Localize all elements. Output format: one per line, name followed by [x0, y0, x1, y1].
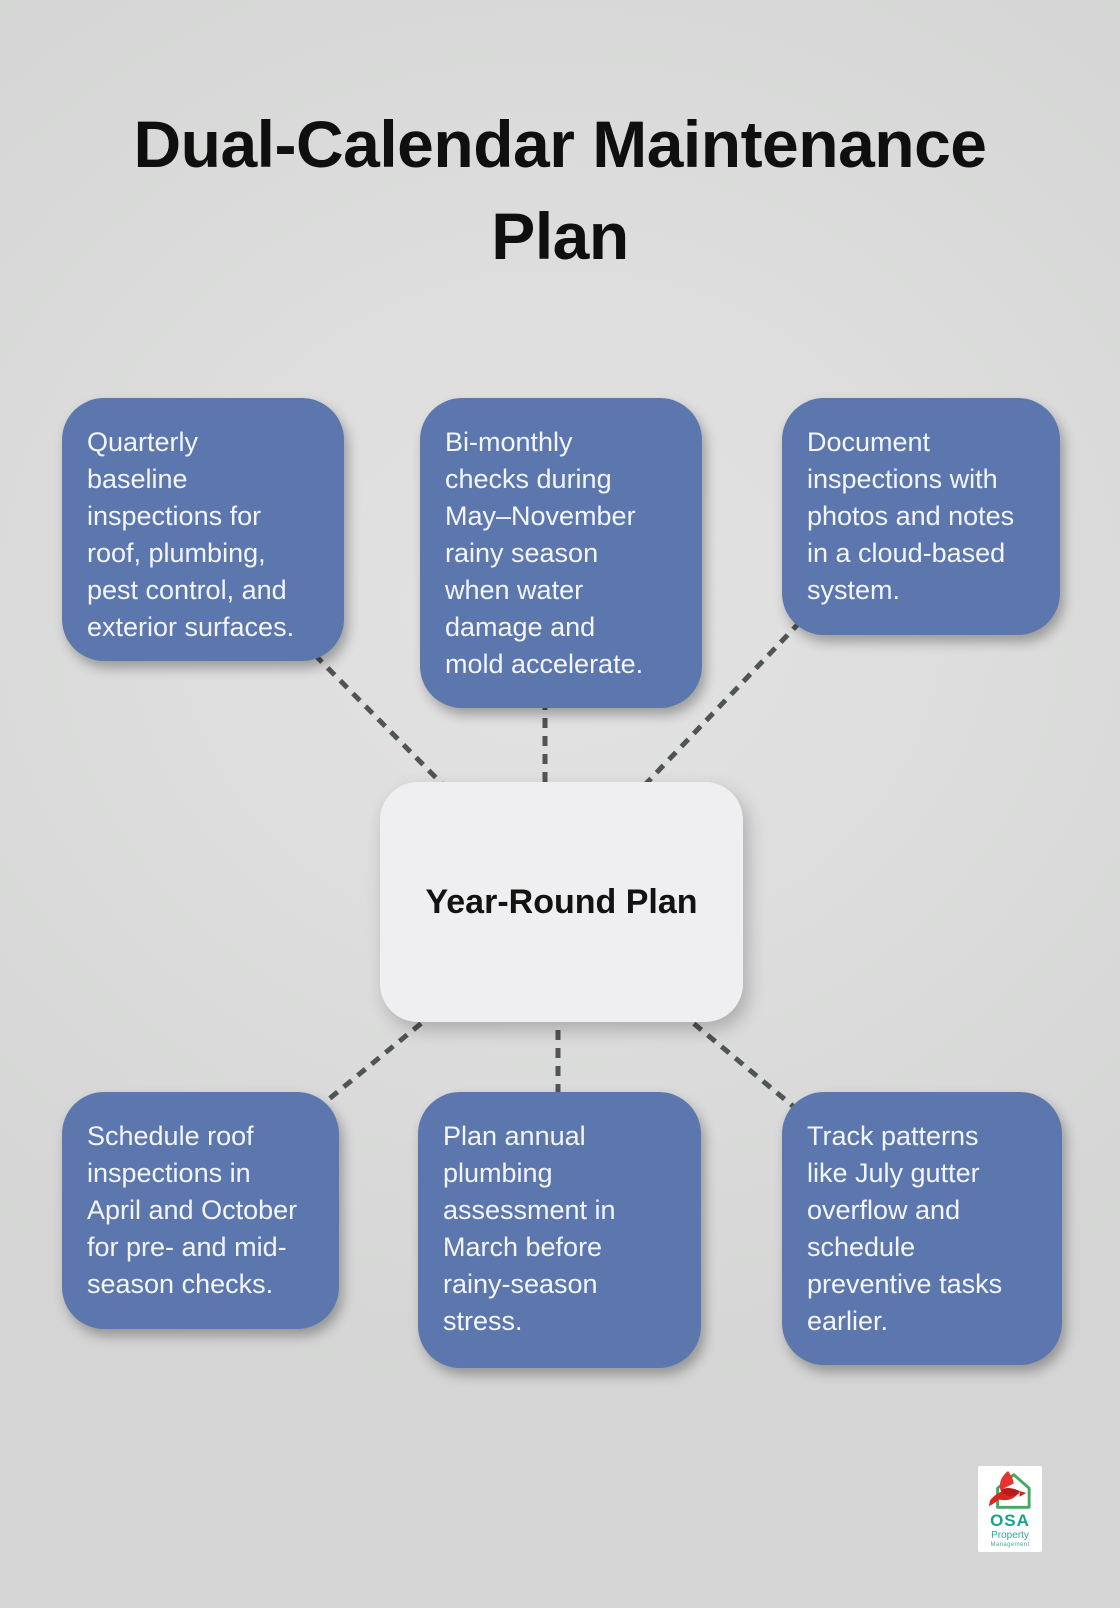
node-top-middle: Bi-monthly checks during May–November ra… — [420, 398, 702, 708]
node-bottom-middle: Plan annual plumbing assessment in March… — [418, 1092, 701, 1368]
logo-subtitle2-text: Management — [990, 1542, 1030, 1548]
connector-top-left-line — [313, 653, 457, 799]
logo-brand-text: OSA — [990, 1511, 1030, 1530]
logo-subtitle-text: Property — [991, 1530, 1029, 1541]
center-node: Year-Round Plan — [380, 782, 743, 1022]
connector-top-right-line — [638, 620, 802, 792]
node-top-left: Quarterly baseline inspections for roof,… — [62, 398, 344, 661]
house-and-bird-icon — [988, 1470, 1031, 1509]
center-node-label: Year-Round Plan — [425, 882, 698, 921]
page-title: Dual-Calendar Maintenance Plan — [133, 107, 987, 273]
node-bottom-left: Schedule roof inspections in April and O… — [62, 1092, 339, 1329]
connector-bottom-right-line — [678, 1010, 802, 1114]
connector-bottom-left-line — [316, 1010, 437, 1110]
node-top-right: Document inspections with photos and not… — [782, 398, 1060, 635]
red-bird-icon — [988, 1470, 1027, 1507]
company-logo: OSA Property Management — [978, 1466, 1042, 1552]
node-bottom-right: Track patterns like July gutter overflow… — [782, 1092, 1062, 1365]
